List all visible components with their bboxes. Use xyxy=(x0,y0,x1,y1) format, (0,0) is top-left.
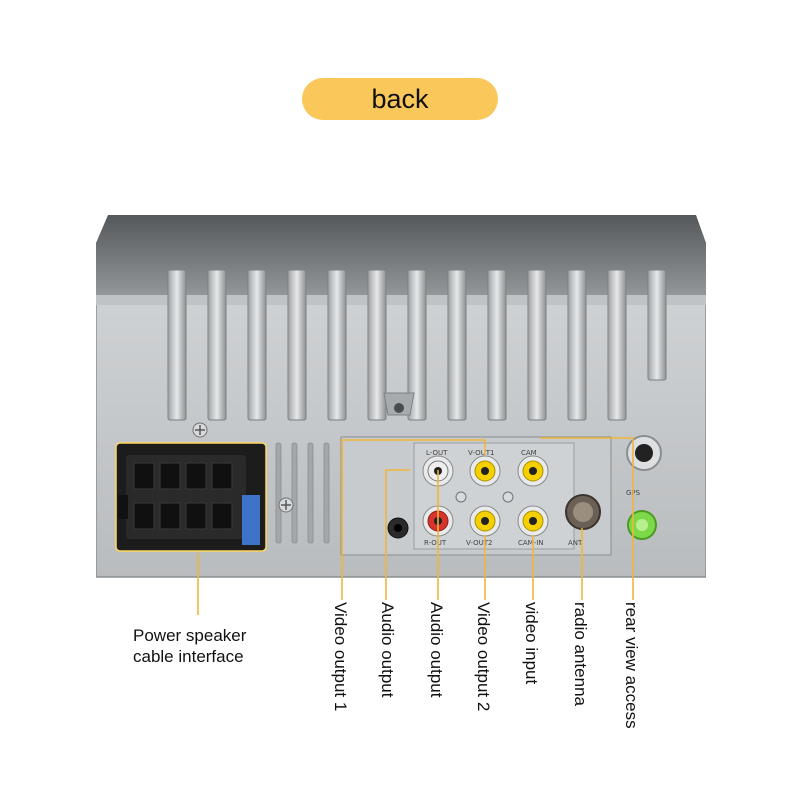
screw-top xyxy=(192,422,208,438)
iso-power-connector xyxy=(115,442,267,552)
callout-audio-output-a: Audio output xyxy=(378,602,397,698)
port-label-ant: ANT xyxy=(568,539,583,547)
rca-jack-cam-in xyxy=(517,505,549,537)
port-label-cam: CAM xyxy=(521,449,537,457)
title-text: back xyxy=(371,83,429,114)
port-label-gps: GPS xyxy=(626,489,641,497)
port-label-v-out2: V-OUT2 xyxy=(466,539,492,547)
rca-jack-v-out2 xyxy=(469,505,501,537)
callout-power-line1: Power speaker xyxy=(133,626,247,645)
antenna-socket xyxy=(565,494,601,530)
callout-video-output-2: Video output 2 xyxy=(474,602,493,712)
callout-rear-view-access: rear view access xyxy=(622,602,641,729)
rca-jack-l-out xyxy=(422,455,454,487)
rear-camera-port xyxy=(627,510,657,540)
callout-video-input: video input xyxy=(522,602,541,685)
title-pill: back xyxy=(302,78,498,120)
rca-jack-v-out1 xyxy=(469,455,501,487)
heatsink-fins xyxy=(167,269,667,421)
mount-hole xyxy=(383,392,415,416)
callout-power-speaker: Power speaker cable interface xyxy=(133,625,283,667)
rca-jack-cam xyxy=(517,455,549,487)
callout-power-line2: cable interface xyxy=(133,647,244,666)
gps-port xyxy=(626,435,662,471)
rca-jack-r-out xyxy=(422,505,454,537)
callout-video-output-1: Video output 1 xyxy=(331,602,350,712)
port-label-cam-in: CAM-IN xyxy=(518,539,544,547)
audio-jack-3-5mm xyxy=(387,517,409,539)
car-stereo-back-panel: L-OUT V-OUT1 CAM R-OUT V-OUT2 CAM-IN ANT… xyxy=(96,215,706,578)
port-label-v-out1: V-OUT1 xyxy=(468,449,494,457)
callout-audio-output-b: Audio output xyxy=(427,602,446,698)
screw-left xyxy=(278,497,294,513)
callout-radio-antenna: radio antenna xyxy=(571,602,590,706)
port-label-r-out: R-OUT xyxy=(424,539,447,547)
